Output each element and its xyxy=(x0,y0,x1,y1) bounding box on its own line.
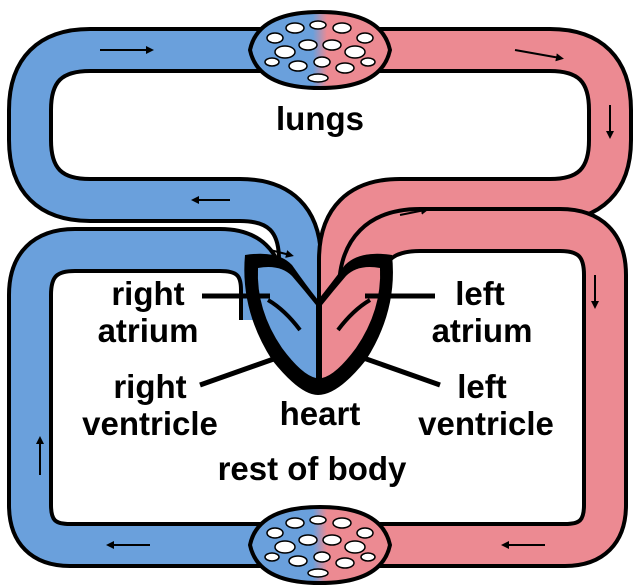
left-atrium-label-line2: atrium xyxy=(432,312,533,349)
right-atrium-label-line1: right xyxy=(111,275,184,312)
left-ventricle-label-line1: left xyxy=(457,368,507,405)
left-ventricle-label-line2: ventricle xyxy=(418,405,554,442)
right-atrium-label-line2: atrium xyxy=(98,312,199,349)
left-atrium-label-line1: left xyxy=(455,275,505,312)
rest-of-body-label: rest of body xyxy=(218,450,407,487)
lungs-capillary-bed xyxy=(250,12,390,88)
right-ventricle-label-line2: ventricle xyxy=(82,405,218,442)
right-ventricle-label-line1: right xyxy=(113,368,186,405)
lungs-label: lungs xyxy=(276,100,364,137)
heart-label: heart xyxy=(280,395,361,432)
body-capillary-bed xyxy=(250,507,390,583)
